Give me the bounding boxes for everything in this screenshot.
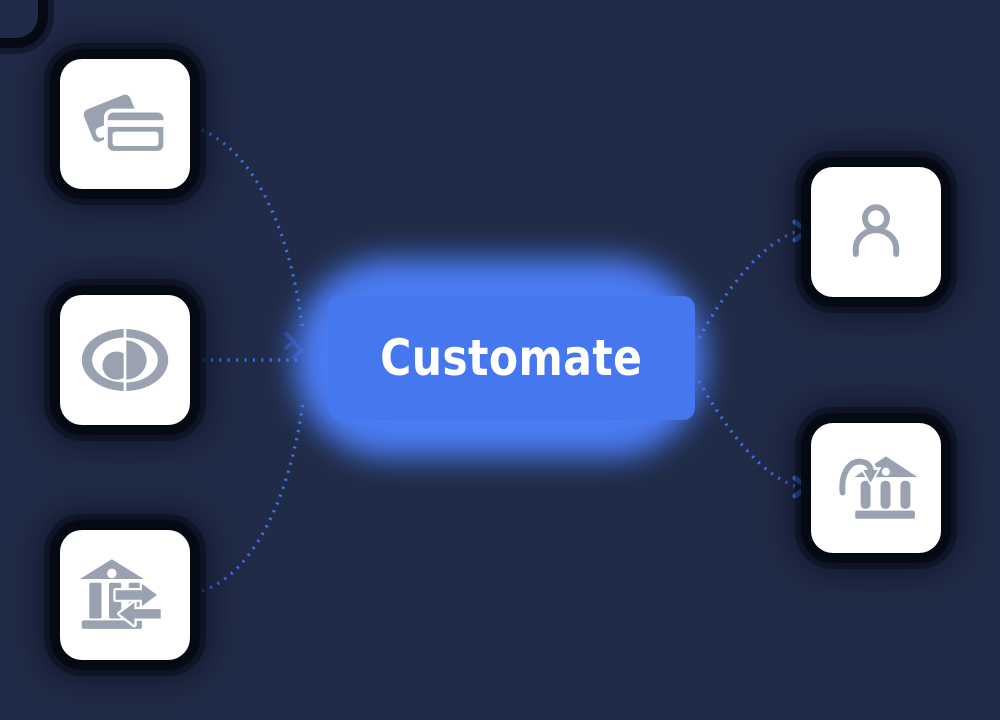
connector-banktransfer-to-customate xyxy=(193,401,305,595)
node-card-scheme-logo xyxy=(60,295,190,425)
customate-button[interactable]: Customate xyxy=(328,296,695,420)
connector-customate-to-person xyxy=(697,229,799,339)
node-bank-deposit xyxy=(811,423,941,553)
bank-transfer-icon xyxy=(79,559,164,629)
bank-deposit-icon xyxy=(836,455,918,519)
arrowhead-icon xyxy=(792,475,810,499)
connector-customate-to-bankdeposit xyxy=(697,380,799,489)
customate-label: Customate xyxy=(380,329,643,387)
arrowhead-icon xyxy=(792,219,810,243)
connector-cards-to-customate xyxy=(193,125,305,333)
credit-cards-icon xyxy=(83,94,168,155)
oval-d-logo-icon xyxy=(81,328,169,392)
person-icon xyxy=(852,204,900,257)
node-bank-transfer xyxy=(60,530,190,660)
node-credit-cards xyxy=(60,59,190,189)
node-person xyxy=(811,167,941,297)
